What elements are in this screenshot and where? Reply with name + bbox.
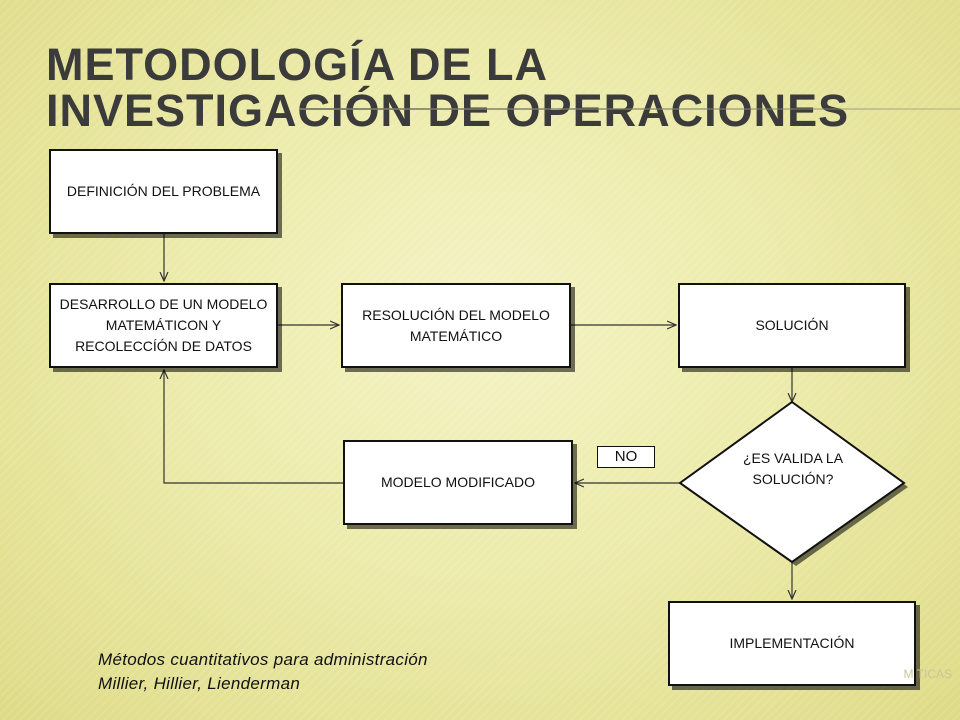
citation: Métodos cuantitativos para administració… [98,648,428,696]
slide-title: METODOLOGÍA DE LA INVESTIGACIÓN DE OPERA… [46,39,850,136]
node-es-valida-solucion: ¿ES VALIDA LA SOLUCIÓN? [742,450,844,487]
decision-diamond [678,400,906,564]
node-modelo-modificado: MODELO MODIFICADO [343,440,573,525]
title-underline [300,108,960,110]
node-implementacion: IMPLEMENTACIÓN [668,601,916,686]
footer-text: M TICAS [903,667,952,681]
node-solucion: SOLUCIÓN [678,283,906,368]
arrow-modificado-desarrollo [164,370,343,484]
node-resolucion-modelo: RESOLUCIÓN DEL MODELO MATEMÁTICO [341,283,571,368]
no-label: NO [597,446,655,468]
node-definicion-problema: DEFINICIÓN DEL PROBLEMA [49,149,278,234]
citation-line-2: Millier, Hillier, Lienderman [98,674,301,693]
citation-line-1: Métodos cuantitativos para administració… [98,650,428,669]
node-desarrollo-modelo: DESARROLLO DE UN MODELO MATEMÁTICON Y RE… [49,283,278,368]
